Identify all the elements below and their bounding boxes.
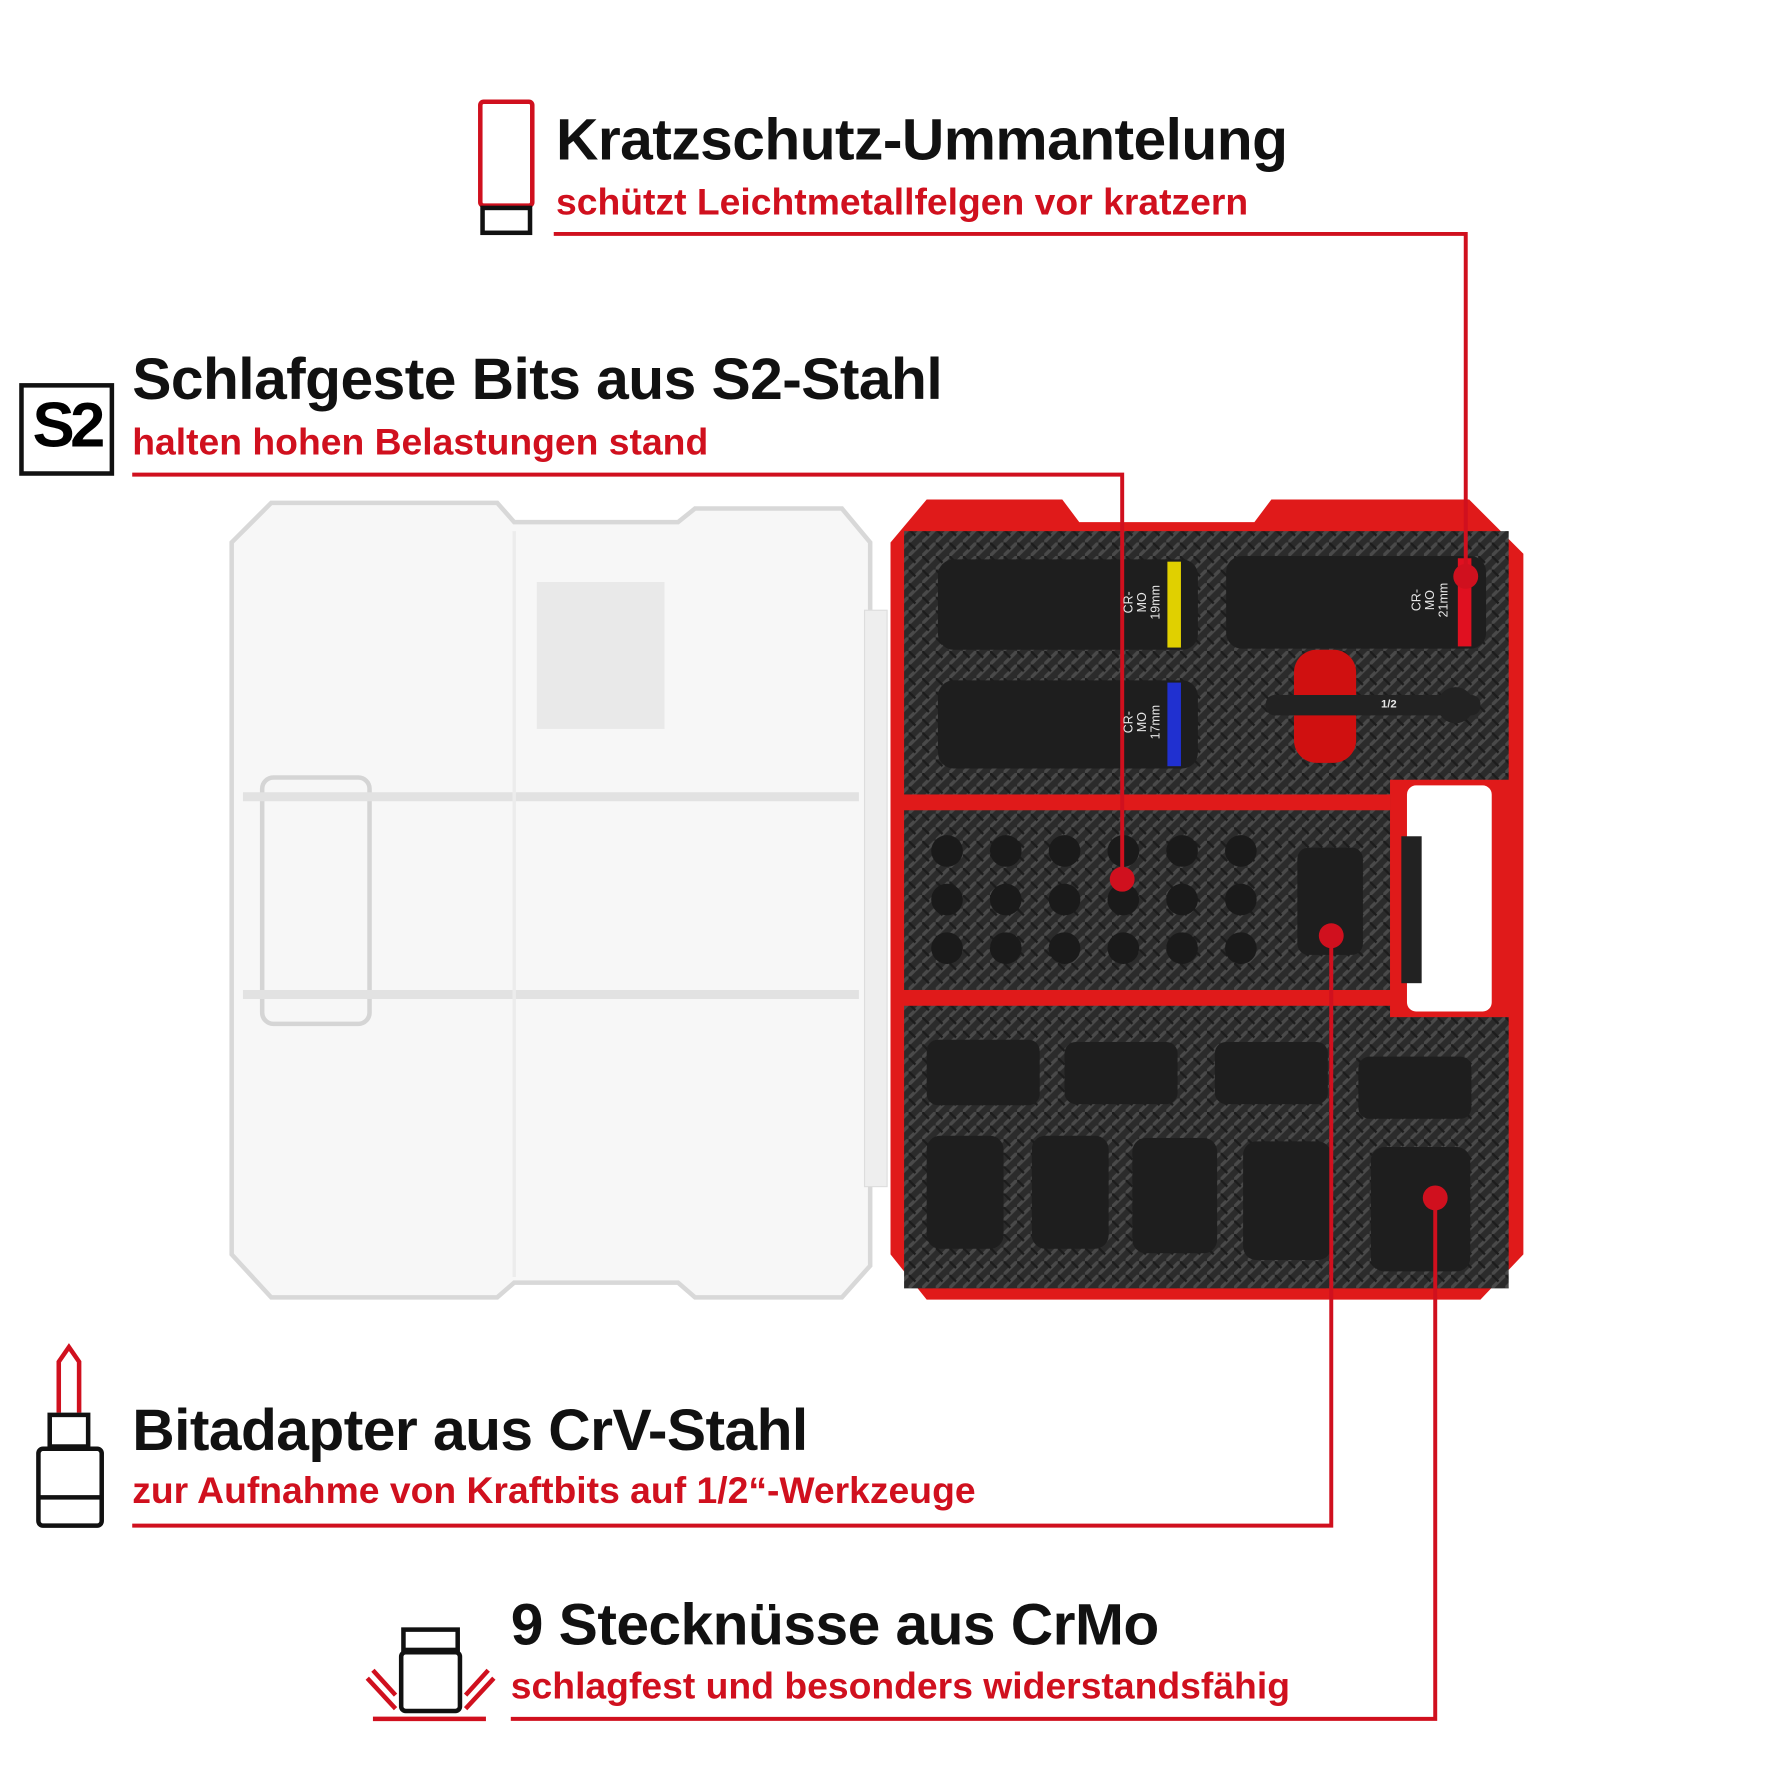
bit	[931, 883, 963, 916]
bit	[989, 932, 1022, 964]
socket	[1064, 1041, 1178, 1105]
long-socket-19mm	[937, 559, 1198, 650]
bits-grid	[931, 835, 1257, 964]
socket	[1358, 1056, 1472, 1119]
s2-badge-icon	[19, 383, 115, 476]
callout-dots	[1109, 563, 1479, 1211]
bit	[1166, 835, 1198, 867]
socket	[1243, 1141, 1332, 1261]
adapter-size-label: 1/2	[1380, 698, 1397, 711]
bit	[1107, 932, 1140, 964]
bit-adapter-icon	[36, 1343, 104, 1528]
bit	[989, 883, 1022, 916]
bit	[989, 835, 1022, 867]
long-socket-21mm-label: CR-MO 21mm	[1410, 582, 1452, 618]
feature-title-bit-adapter: Bitadapter aus CrV-Stahl	[132, 1397, 808, 1464]
bit	[1048, 883, 1081, 916]
bit	[931, 932, 963, 964]
socket-impact-icon	[365, 1627, 496, 1722]
sockets	[926, 1039, 1472, 1272]
extension-bar	[1265, 687, 1481, 724]
feature-subtitle-sockets: schlagfest und besonders widerstandsfähi…	[510, 1664, 1290, 1707]
bit	[1225, 835, 1257, 867]
bit	[1048, 835, 1081, 867]
long-socket-17mm	[937, 680, 1198, 769]
socket	[926, 1039, 1040, 1106]
clear-case-lid	[229, 500, 888, 1300]
socket	[1031, 1135, 1109, 1249]
feature-title-s2-bits: Schlafgeste Bits aus S2-Stahl	[132, 346, 943, 413]
bit	[1166, 883, 1198, 916]
long-socket-19mm-label: CR-MO 19mm	[1122, 585, 1163, 620]
bit	[1225, 932, 1257, 964]
socket	[1370, 1147, 1471, 1272]
socket	[1214, 1041, 1328, 1105]
bit	[931, 835, 963, 867]
bit	[1225, 883, 1257, 916]
socket	[926, 1135, 1004, 1249]
socket	[1132, 1138, 1218, 1254]
feature-subtitle-scratch-protection: schützt Leichtmetallfelgen vor kratzern	[556, 180, 1249, 223]
bit	[1107, 883, 1140, 916]
long-socket-17mm-label: CR-MO 17mm	[1122, 704, 1163, 740]
bit	[1166, 932, 1198, 964]
feature-title-sockets: 9 Stecknüsse aus CrMo	[510, 1592, 1159, 1658]
feature-title-scratch-protection: Kratzschutz-Ummantelung	[556, 107, 1288, 173]
bit	[1048, 932, 1081, 964]
s2-badge-text: S2	[32, 388, 105, 460]
callout-lines	[132, 231, 1468, 1721]
bit-adapter	[1297, 836, 1422, 984]
impact-socket-icon	[478, 99, 535, 236]
feature-subtitle-bit-adapter: zur Aufnahme von Kraftbits auf 1/2“-Werk…	[132, 1469, 976, 1511]
feature-subtitle-s2-bits: halten hohen Belastungen stand	[132, 420, 709, 463]
